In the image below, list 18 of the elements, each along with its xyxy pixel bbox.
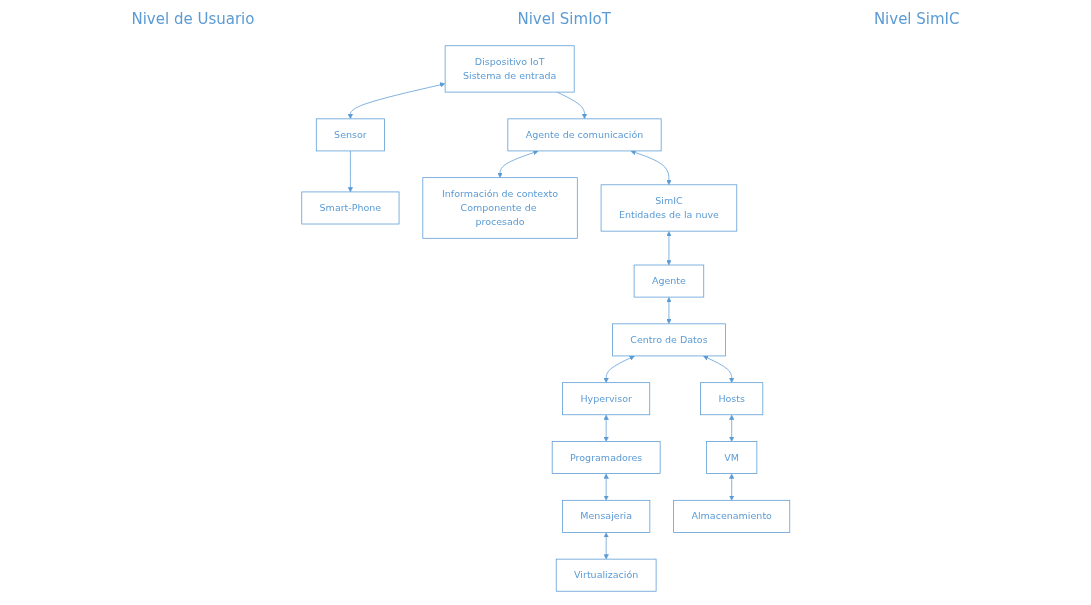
column-heading: Nivel SimIC bbox=[873, 10, 960, 28]
node-box: Virtualización bbox=[555, 558, 657, 592]
node-box: Sensor bbox=[315, 118, 385, 152]
node-box: Centro de Datos bbox=[611, 323, 726, 357]
node-box: Agente de comunicación bbox=[507, 118, 662, 152]
node-box: SimIC Entidades de la nuve bbox=[600, 184, 737, 232]
node-box: Hosts bbox=[699, 382, 763, 416]
node-box: VM bbox=[705, 441, 757, 474]
node-box: Dispositivo IoT Sistema de entrada bbox=[444, 45, 575, 93]
node-box: Programadores bbox=[551, 441, 661, 474]
node-box: Hypervisor bbox=[561, 382, 650, 416]
column-heading: Nivel SimIoT bbox=[517, 10, 611, 28]
node-box: Smart-Phone bbox=[301, 191, 400, 225]
node-box: Almacenamiento bbox=[672, 499, 790, 533]
node-box: Información de contexto Componente de procesado bbox=[422, 177, 578, 239]
column-heading: Nivel de Usuario bbox=[131, 10, 255, 28]
node-box: Agente bbox=[633, 264, 704, 298]
node-box: Mensajeria bbox=[561, 499, 650, 533]
